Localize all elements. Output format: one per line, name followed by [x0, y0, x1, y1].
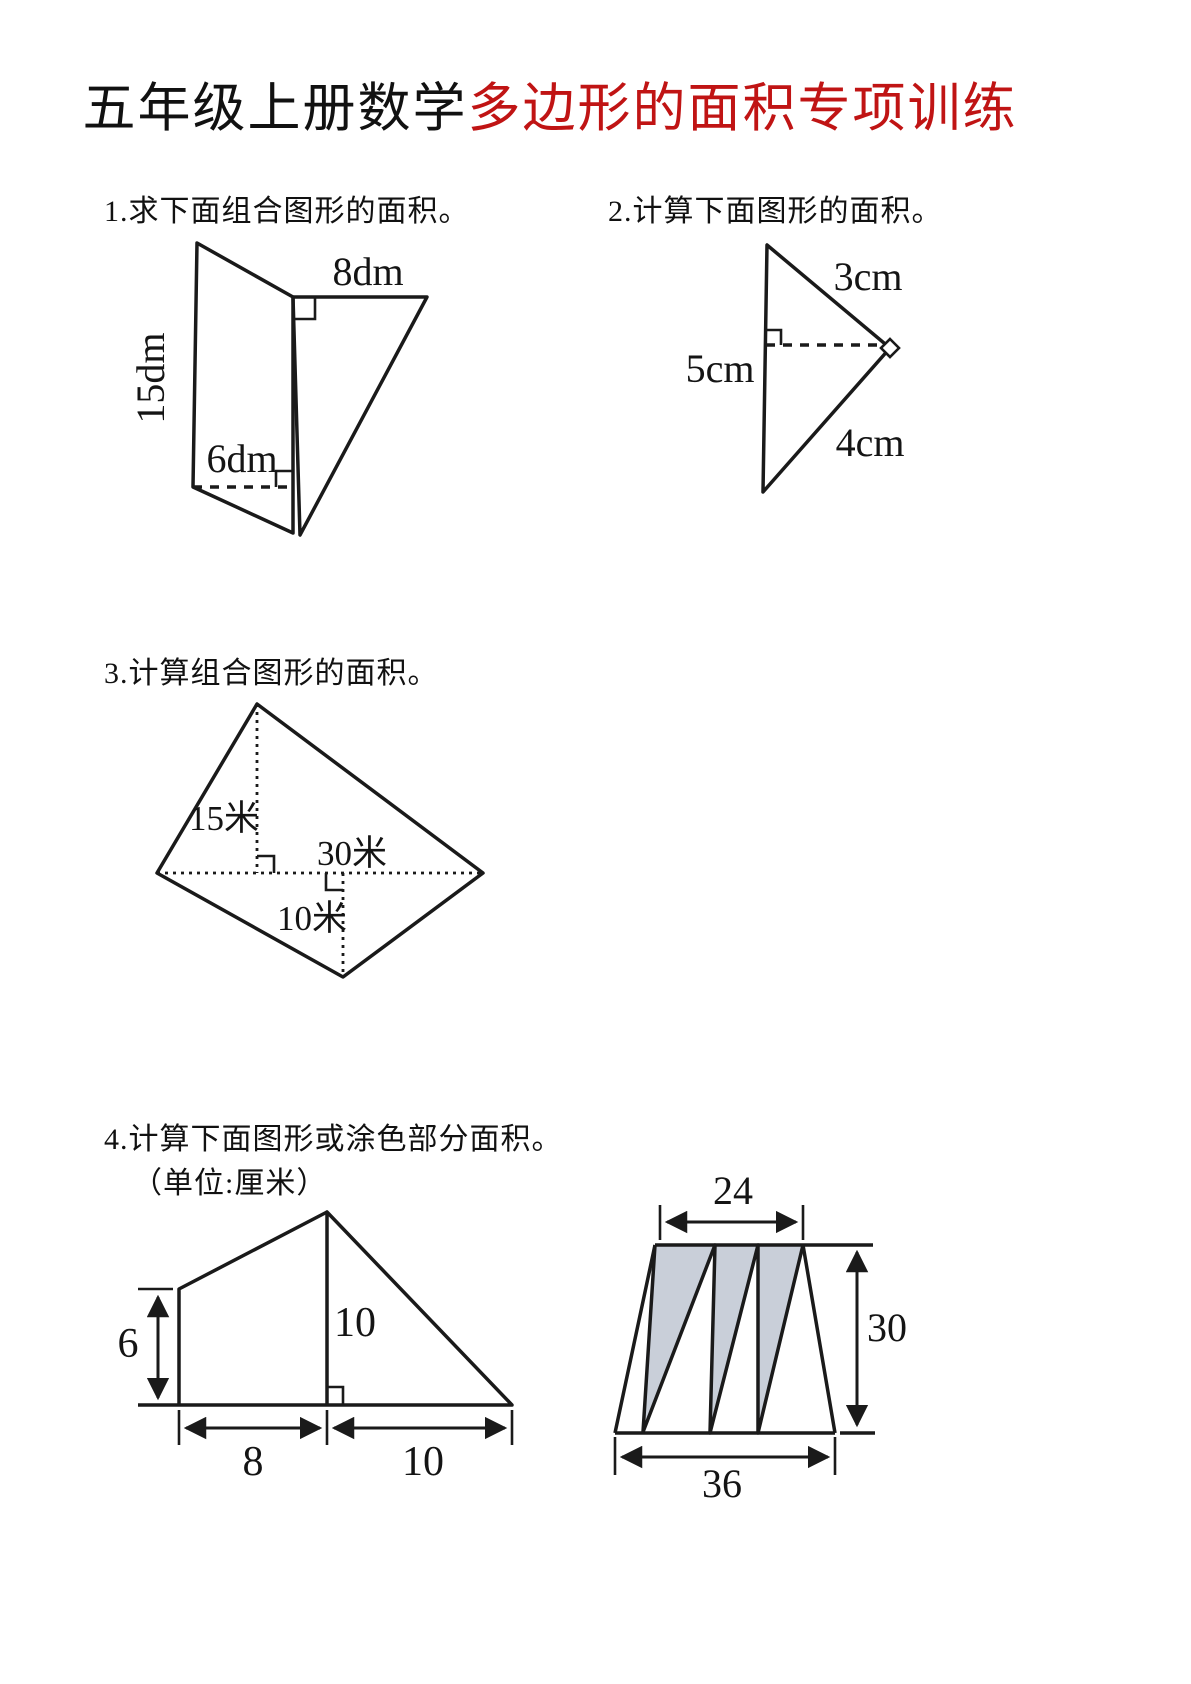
page-title-red: 多边形的面积专项训练 [467, 80, 1018, 138]
problem-1-text: 1.求下面组合图形的面积。 [104, 195, 470, 228]
fig4b-label-height: 30 [867, 1305, 907, 1350]
fig3-kite [155, 702, 485, 979]
problem-2-text: 2.计算下面图形的面积。 [608, 195, 943, 228]
fig3-right-angle-upper-icon [257, 854, 276, 873]
fig1-quadrilateral [191, 241, 295, 535]
fig4a-left-edges [177, 1210, 328, 1405]
fig4a-ticks-bottom [177, 1410, 514, 1445]
fig2-label-lower: 4cm [836, 420, 905, 465]
fig3-label-base: 30米 [317, 834, 387, 873]
fig4b-ticks-bottom [613, 1437, 837, 1475]
figure-4-right-shape: 24 30 36 [613, 1168, 907, 1506]
fig1-right-angle-top-icon [293, 297, 317, 321]
figure-4-left-shape: 6 10 8 10 [118, 1210, 514, 1485]
fig3-label-upper-height: 15米 [189, 799, 259, 838]
fig4b-label-top: 24 [713, 1168, 753, 1213]
fig4a-right-angle-icon [327, 1385, 345, 1405]
problem-3-text: 3.计算组合图形的面积。 [104, 657, 439, 690]
fig4a-label-side: 6 [118, 1321, 139, 1367]
fig4b-label-bottom: 36 [702, 1461, 742, 1506]
fig2-triangle [761, 243, 892, 494]
fig2-right-angle-icon [766, 328, 783, 345]
fig4a-label-base-right: 10 [402, 1439, 444, 1485]
fig4a-label-height: 10 [334, 1300, 376, 1346]
fig4a-label-base-left: 8 [243, 1439, 264, 1485]
fig2-label-upper: 3cm [834, 254, 903, 299]
problem-4-unit-note: （单位:厘米） [132, 1167, 328, 1200]
page-title-black: 五年级上册数学 [82, 80, 468, 138]
fig1-label-side: 15dm [128, 332, 173, 423]
fig1-triangle [291, 295, 429, 537]
figure-3-kite-shape: 15米 30米 10米 [155, 702, 485, 979]
fig2-label-side: 5cm [686, 346, 755, 391]
fig1-label-base: 6dm [206, 436, 277, 481]
fig2-vertex-diamond-icon [879, 337, 901, 359]
fig3-label-lower-height: 10米 [277, 899, 347, 938]
fig4b-side-edges [613, 1244, 837, 1434]
figure-2-triangle: 3cm 5cm 4cm [686, 243, 905, 494]
fig1-label-top: 8dm [332, 249, 403, 294]
fig1-right-angle-base-icon [274, 469, 293, 487]
fig3-right-angle-lower-icon [324, 873, 343, 892]
figure-1-composite-shape: 8dm 15dm 6dm [128, 241, 429, 537]
fig4b-zigzag-lines [641, 1243, 805, 1435]
fig4b-ticks-top [658, 1205, 805, 1240]
page-title: 五年级上册数学多边形的面积专项训练 [0, 66, 1100, 142]
fig4a-base-right-altitude [138, 1210, 514, 1407]
problem-4-text: 4.计算下面图形或涂色部分面积。 [104, 1123, 563, 1156]
